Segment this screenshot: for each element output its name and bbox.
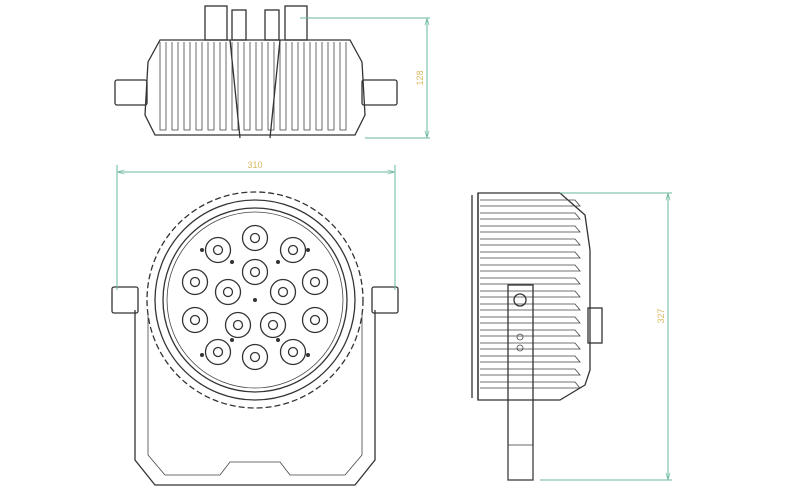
led-lens [181, 268, 209, 296]
led-lens [224, 311, 252, 339]
cooling-fin [255, 42, 263, 131]
cooling-fin [339, 42, 347, 131]
cooling-fin [303, 42, 311, 131]
cooling-fin [480, 329, 581, 337]
screw [230, 338, 234, 342]
led-lens [279, 236, 307, 264]
cooling-fin [480, 290, 581, 298]
cooling-fin [243, 42, 251, 131]
screw [306, 248, 310, 252]
led-lens [301, 268, 329, 296]
cooling-fin [480, 251, 581, 259]
cooling-fin [291, 42, 299, 131]
dimension-label-327: 327 [656, 308, 666, 323]
led-lens [214, 278, 242, 306]
cooling-fin [327, 42, 335, 131]
screw [276, 260, 280, 264]
cooling-fin [480, 316, 581, 324]
cooling-fin [480, 355, 581, 363]
cooling-fin [315, 42, 323, 131]
dimension-label-128: 128 [415, 70, 425, 85]
led-lens [241, 224, 269, 252]
cooling-fin [183, 42, 191, 131]
led-lens [241, 258, 269, 286]
cooling-fin [480, 212, 581, 220]
cooling-fin [219, 42, 227, 131]
led-lens [181, 306, 209, 334]
led-lens [301, 306, 329, 334]
dimension-width-front: 310 [116, 160, 396, 290]
cooling-fin [480, 225, 581, 233]
led-lens [204, 236, 232, 264]
cooling-fin [279, 42, 287, 131]
screw [306, 353, 310, 357]
dimension-label-310: 310 [247, 160, 262, 170]
cooling-fin [480, 368, 581, 376]
led-lens [279, 338, 307, 366]
cooling-fin [231, 42, 239, 131]
side-view [471, 192, 603, 481]
cooling-fin [480, 238, 581, 246]
dimension-height-top: 128 [300, 17, 430, 139]
screw [200, 353, 204, 357]
cooling-fin [195, 42, 203, 131]
cooling-fin [207, 42, 215, 131]
cooling-fin [480, 381, 581, 389]
cooling-fin [480, 199, 581, 207]
led-lens [259, 311, 287, 339]
cooling-fin [267, 42, 275, 131]
cooling-fin [159, 42, 167, 131]
screw [200, 248, 204, 252]
cooling-fin [480, 303, 581, 311]
screw [230, 260, 234, 264]
screw [253, 298, 257, 302]
led-lens [241, 343, 269, 371]
led-lens [204, 338, 232, 366]
led-lens [269, 278, 297, 306]
top-view [114, 5, 398, 139]
cooling-fin [480, 277, 581, 285]
dimension-height-side: 327 [540, 192, 672, 481]
led-array [181, 224, 329, 371]
front-view [111, 191, 399, 486]
cooling-fin [480, 342, 581, 350]
cooling-fin [480, 264, 581, 272]
screw [276, 338, 280, 342]
cooling-fin [171, 42, 179, 131]
